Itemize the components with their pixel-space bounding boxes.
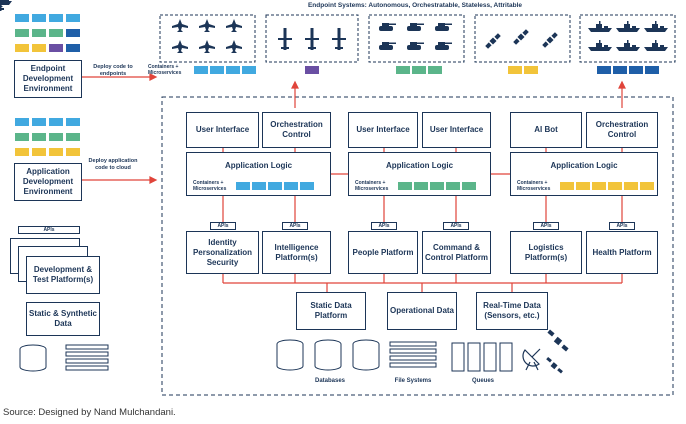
health-platform-box: Health Platform [586,231,658,274]
group2-apis-right: APIs [443,222,469,230]
group2-top-right: User Interface [422,112,491,148]
group3-apis-left: APIs [533,222,559,230]
group3-top-right: Orchestration Control [586,112,658,148]
logistics-platform-box: Logistics Platform(s) [510,231,582,274]
group1-apis-left: APIs [210,222,236,230]
command-control-platform-box: Command & Control Platform [422,231,491,274]
group1-containers-label: Containers + Microservices [193,180,227,192]
group1-top-left: User Interface [186,112,259,148]
deploy-endpoints-label: Deploy code to endpoints [93,64,133,77]
group2-apis-left: APIs [371,222,397,230]
left-apis-label: APIs [18,226,80,234]
group3-apis-right: APIs [609,222,635,230]
endpoint-dev-env-box: Endpoint Development Environment [14,60,82,98]
ship-icon [0,0,668,51]
devtest-platform-box: Development & Test Platform(s) [26,256,100,294]
databases-label: Databases [314,378,346,384]
group2-containers-label: Containers + Microservices [355,180,389,192]
group1-top-right: Orchestration Control [262,112,331,148]
operational-data-box: Operational Data [387,292,457,330]
endpoint-systems-title: Endpoint Systems: Autonomous, Orchestrat… [307,2,523,9]
group3-containers-label: Containers + Microservices [517,180,551,192]
queues-label: Queues [471,378,494,384]
source-caption: Source: Designed by Nand Mulchandani. [3,407,176,418]
group3-top-left: AI Bot [510,112,582,148]
satellite-dish-icon [522,348,541,371]
deploy-cloud-label: Deploy application code to cloud [88,158,138,171]
file-systems-label: File Systems [394,378,432,384]
people-platform-box: People Platform [348,231,418,274]
group2-top-left: User Interface [348,112,418,148]
intelligence-platform-box: Intelligence Platform(s) [262,231,331,274]
satellite-icon [546,329,569,374]
group1-apis-right: APIs [282,222,308,230]
identity-platform-box: Identity Personalization Security [186,231,259,274]
realtime-data-box: Real-Time Data (Sensors, etc.) [476,292,548,330]
endpoint-containers-label: Containers + Microservices [148,64,182,76]
cloud-frame [161,96,674,396]
app-dev-env-box: Application Development Environment [14,163,82,201]
static-synthetic-box: Static & Synthetic Data [26,302,100,336]
static-data-platform-box: Static Data Platform [296,292,366,330]
